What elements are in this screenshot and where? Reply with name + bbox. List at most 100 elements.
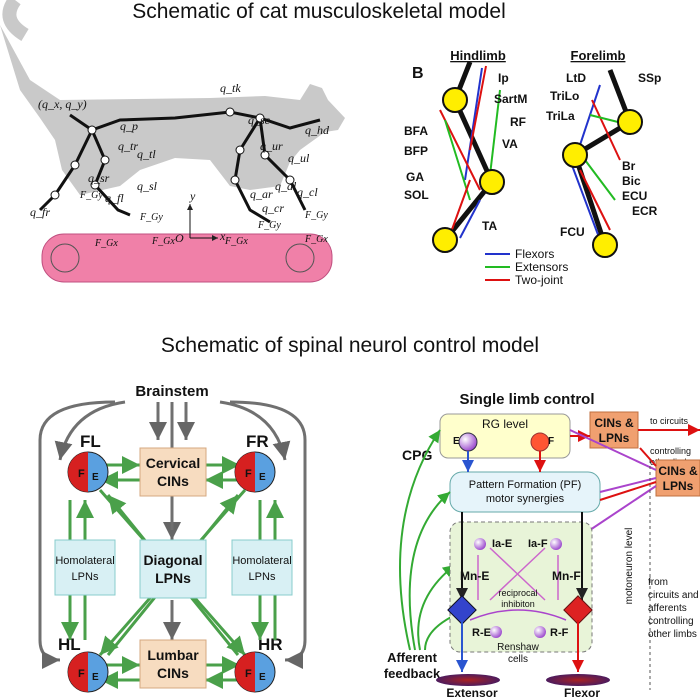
brainstem-label: Brainstem (135, 383, 208, 400)
svg-text:q_tr: q_tr (118, 139, 138, 153)
title-cat-model: Schematic of cat musculoskeletal model (132, 0, 506, 23)
svg-text:q_ar: q_ar (250, 187, 273, 201)
svg-text:Pattern Formation (PF): Pattern Formation (PF) (469, 479, 581, 491)
svg-text:E: E (259, 672, 266, 683)
forelimb-title: Forelimb (571, 48, 626, 63)
svg-text:LPNs: LPNs (72, 571, 99, 583)
svg-text:F: F (245, 668, 252, 680)
svg-text:from: from (648, 577, 668, 588)
svg-text:q_ul: q_ul (288, 151, 310, 165)
svg-text:Extensor: Extensor (446, 686, 498, 700)
svg-text:(q_x, q_y): (q_x, q_y) (38, 97, 87, 111)
svg-text:afferents: afferents (648, 603, 687, 614)
svg-text:other limbs: other limbs (648, 629, 697, 640)
svg-text:q_sl: q_sl (137, 179, 158, 193)
homolateral-lpns-right (231, 539, 293, 596)
svg-text:Mn-F: Mn-F (552, 569, 581, 583)
svg-text:E: E (92, 472, 99, 483)
panel-label-b: B (412, 65, 424, 82)
svg-text:E: E (92, 672, 99, 683)
hr-oscillator: F E (234, 651, 276, 693)
svg-text:CINs: CINs (157, 665, 189, 681)
single-limb-control: Single limb control RG level E F CINs & … (384, 391, 700, 700)
cervical-cins-box (139, 447, 207, 497)
cpg-label: CPG (402, 447, 432, 463)
svg-text:Diagonal: Diagonal (143, 552, 202, 568)
muscle-legend: Flexors Extensors Two-joint (485, 247, 568, 287)
svg-text:F_Gy: F_Gy (79, 190, 103, 201)
svg-text:LtD: LtD (566, 71, 586, 85)
fl-oscillator: F E (67, 451, 109, 493)
svg-text:q_fr: q_fr (30, 205, 50, 219)
svg-text:CINs &: CINs & (658, 464, 698, 478)
svg-text:motor synergies: motor synergies (486, 493, 565, 505)
svg-text:Bic: Bic (622, 174, 641, 188)
svg-text:F_Gy: F_Gy (139, 212, 163, 223)
svg-text:circuits and: circuits and (648, 590, 699, 601)
svg-text:F_Gx: F_Gx (151, 236, 175, 247)
limb-muscle-panel: B Hindlimb Forelimb Ip SartM RF VA BFA B… (404, 48, 661, 287)
cat-model: (q_x, q_y) q_tk q_p q_sc q_hd q_tr q_tl … (0, 0, 345, 283)
svg-text:O: O (175, 231, 184, 245)
svg-text:motoneuron level: motoneuron level (624, 528, 635, 605)
svg-text:R-E: R-E (472, 627, 491, 639)
svg-text:q_cl: q_cl (297, 185, 318, 199)
cat-tail (2, 0, 29, 42)
pf-box (449, 471, 601, 513)
label-fr: FR (246, 432, 269, 451)
cat-labels: (q_x, q_y) q_tk q_p q_sc q_hd q_tr q_tl … (30, 81, 330, 249)
svg-text:controlling: controlling (650, 446, 691, 456)
svg-text:q_tl: q_tl (137, 147, 156, 161)
svg-text:Ia-E: Ia-E (492, 538, 512, 550)
svg-text:Flexors: Flexors (515, 247, 554, 261)
svg-text:q_ur: q_ur (260, 139, 283, 153)
title-spinal-model: Schematic of spinal neurol control model (161, 334, 539, 357)
hindlimb-title: Hindlimb (450, 48, 506, 63)
svg-text:R-F: R-F (550, 627, 569, 639)
svg-text:F: F (78, 468, 85, 480)
svg-text:Ia-F: Ia-F (528, 538, 548, 550)
svg-text:LPNs: LPNs (599, 431, 630, 445)
homolateral-lpns-left (54, 539, 116, 596)
svg-text:ECU: ECU (622, 189, 647, 203)
svg-text:LPNs: LPNs (249, 571, 276, 583)
svg-text:F_Gx: F_Gx (304, 234, 328, 245)
svg-text:Extensors: Extensors (515, 260, 568, 274)
svg-text:F: F (548, 436, 554, 447)
svg-text:LPNs: LPNs (663, 479, 694, 493)
svg-text:F: F (78, 668, 85, 680)
svg-text:BFP: BFP (404, 144, 428, 158)
svg-text:y: y (189, 189, 196, 203)
svg-text:SartM: SartM (494, 92, 527, 106)
svg-text:Mn-E: Mn-E (460, 569, 489, 583)
svg-text:E: E (259, 472, 266, 483)
svg-text:reciprocal: reciprocal (498, 588, 537, 598)
svg-text:Homolateral: Homolateral (232, 555, 291, 567)
svg-text:TA: TA (482, 219, 497, 233)
treadmill-belt (41, 233, 333, 283)
svg-text:BFA: BFA (404, 124, 428, 138)
svg-text:TriLo: TriLo (550, 89, 579, 103)
motoneuron-box (449, 521, 593, 653)
svg-text:Br: Br (622, 159, 636, 173)
fr-oscillator: F E (234, 451, 276, 493)
svg-text:F_Gy: F_Gy (304, 210, 328, 221)
svg-text:TriLa: TriLa (546, 109, 575, 123)
svg-text:Homolateral: Homolateral (55, 555, 114, 567)
cat-joints (50, 107, 295, 200)
svg-text:Afferent: Afferent (387, 650, 438, 665)
svg-text:SSp: SSp (638, 71, 661, 85)
svg-text:Flexor: Flexor (564, 686, 600, 700)
svg-text:Cervical: Cervical (146, 455, 200, 471)
extensor-muscle (436, 674, 500, 686)
svg-text:Two-joint: Two-joint (515, 273, 564, 287)
svg-text:q_p: q_p (120, 119, 138, 133)
flexor-muscle (546, 674, 610, 686)
spinal-network: Brainstem FL FR HL HR (38, 383, 307, 693)
svg-text:CINs &: CINs & (594, 416, 634, 430)
svg-text:q_tk: q_tk (220, 81, 241, 95)
svg-text:E: E (453, 436, 460, 447)
svg-text:GA: GA (406, 170, 424, 184)
